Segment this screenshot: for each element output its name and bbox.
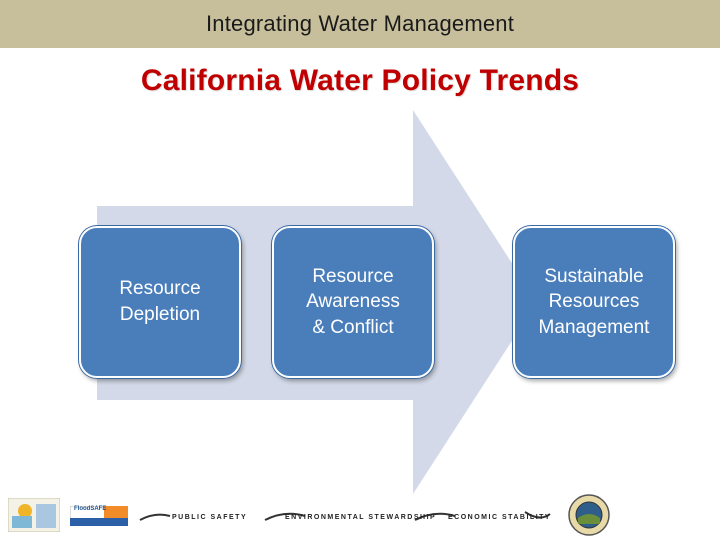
footer-pillar-environmental-stewardship: ENVIRONMENTAL STEWARDSHIP [285,514,437,521]
stage-label: Sustainable Resources Management [538,265,650,338]
footer-strokes [139,511,551,521]
stage-box-resource-awareness: Resource Awareness & Conflict [272,226,434,378]
footer: FloodSAFE PUBLIC SAFETY ENVIRONMENTAL ST… [0,492,720,540]
floodsafe-logo-icon [70,506,128,526]
stage-label: Resource Awareness & Conflict [306,265,400,338]
stage-box-sustainable-management: Sustainable Resources Management [513,226,675,378]
stage-label: Resource Depletion [119,278,201,325]
footer-pillar-economic-stability: ECONOMIC STABILITY [448,514,552,521]
footer-pillar-public-safety: PUBLIC SAFETY [172,514,248,521]
slide-title: California Water Policy Trends [140,64,580,97]
header-title: Integrating Water Management [205,11,515,36]
stage-box-resource-depletion: Resource Depletion [79,226,241,378]
dwr-logo-icon [8,498,60,532]
header-bar: Integrating Water Management [0,0,720,48]
state-seal-icon [568,494,610,536]
partner-badge-text: FloodSAFE [74,506,107,512]
